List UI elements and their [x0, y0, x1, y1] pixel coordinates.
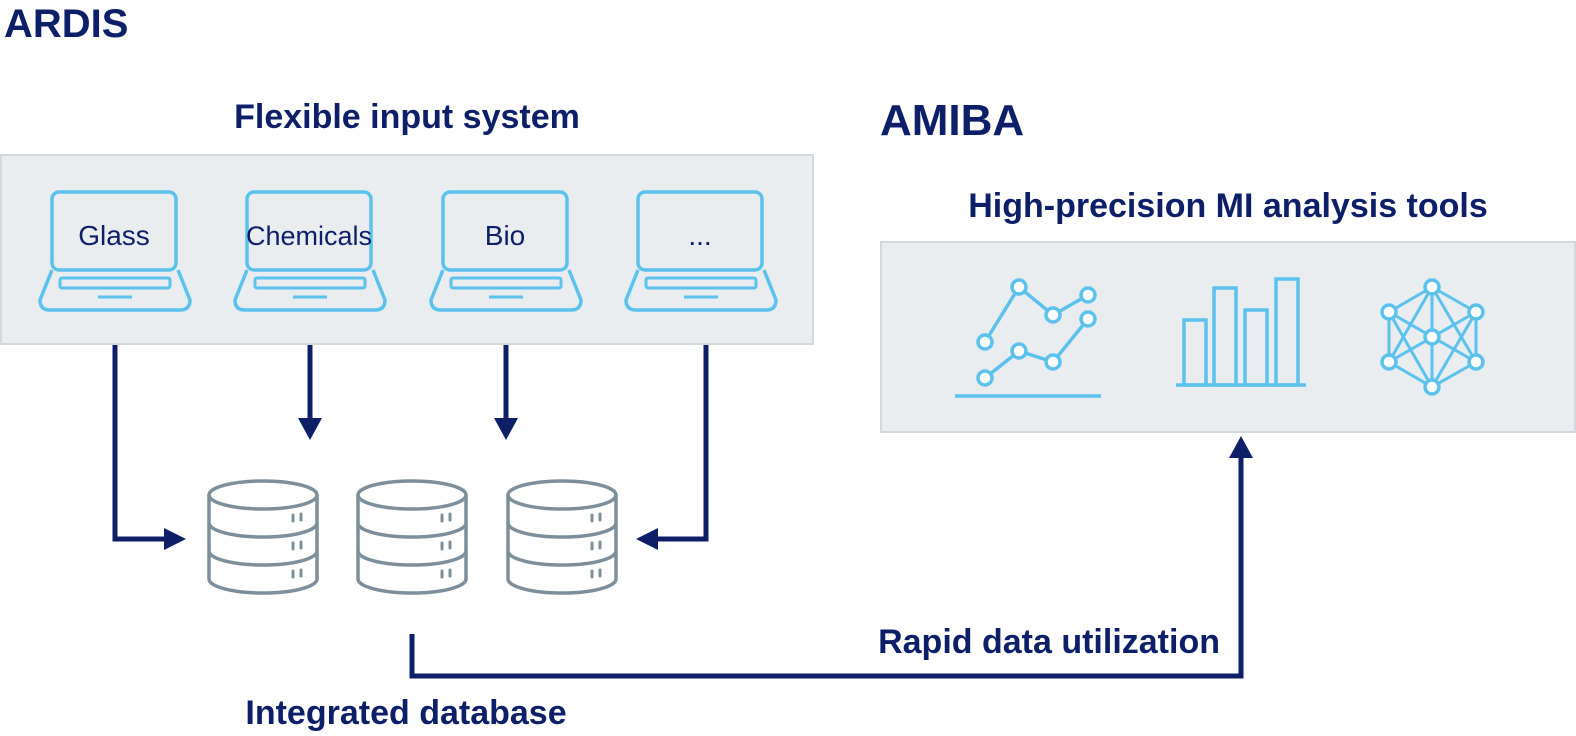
laptop-icon [233, 190, 387, 312]
bar-chart-icon [1176, 277, 1306, 387]
arrowhead-left [636, 528, 658, 550]
input-panel [0, 154, 814, 345]
arrowhead-down [494, 418, 518, 440]
flow-label: Rapid data utilization [878, 623, 1220, 661]
laptop-icon [429, 190, 583, 312]
database-icon [506, 479, 618, 595]
database-label: Integrated database [245, 694, 567, 732]
laptop-label: ... [688, 220, 712, 251]
analysis-section-title: High-precision MI analysis tools [968, 187, 1488, 225]
arrow-more-to-db [656, 345, 709, 542]
arrow-db-to-analysis [409, 456, 1244, 679]
input-flow-arrows [112, 345, 1244, 679]
laptop-label: Chemicals [245, 220, 373, 251]
laptop-icon [38, 190, 192, 312]
amiba-title: AMIBA [880, 96, 1025, 145]
laptop-label: Bio [484, 220, 526, 251]
network-graph-icon [1380, 278, 1485, 396]
laptop-bio: Bio [429, 190, 583, 314]
laptop-more: ... [624, 190, 778, 314]
arrowhead-up [1229, 436, 1253, 458]
database-icon [207, 479, 319, 595]
arrowhead-right [164, 528, 186, 550]
laptop-glass: Glass [38, 190, 192, 314]
arrowheads [164, 418, 1253, 550]
line-chart-icon [955, 278, 1101, 398]
laptop-chemicals: Chemicals [233, 190, 387, 314]
laptop-label: Glass [78, 220, 150, 251]
database-icon [356, 479, 468, 595]
arrow-glass-to-db [112, 345, 166, 542]
arrowhead-down [298, 418, 322, 440]
input-section-title: Flexible input system [234, 98, 580, 136]
ardis-title: ARDIS [4, 2, 129, 46]
laptop-icon [624, 190, 778, 312]
